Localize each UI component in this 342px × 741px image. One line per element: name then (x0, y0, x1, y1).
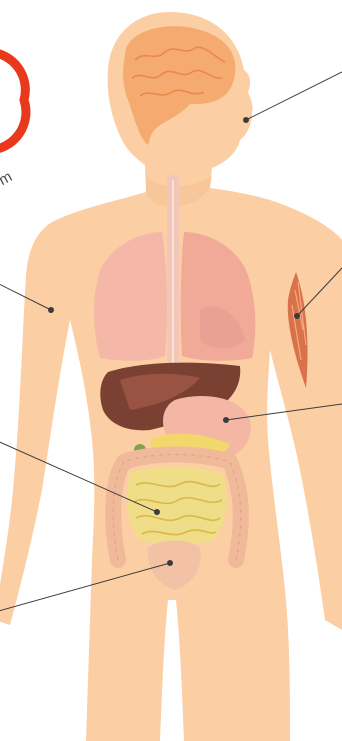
badge (0, 52, 26, 150)
leader-line-mouth (243, 72, 342, 123)
badge-ring (0, 52, 26, 150)
